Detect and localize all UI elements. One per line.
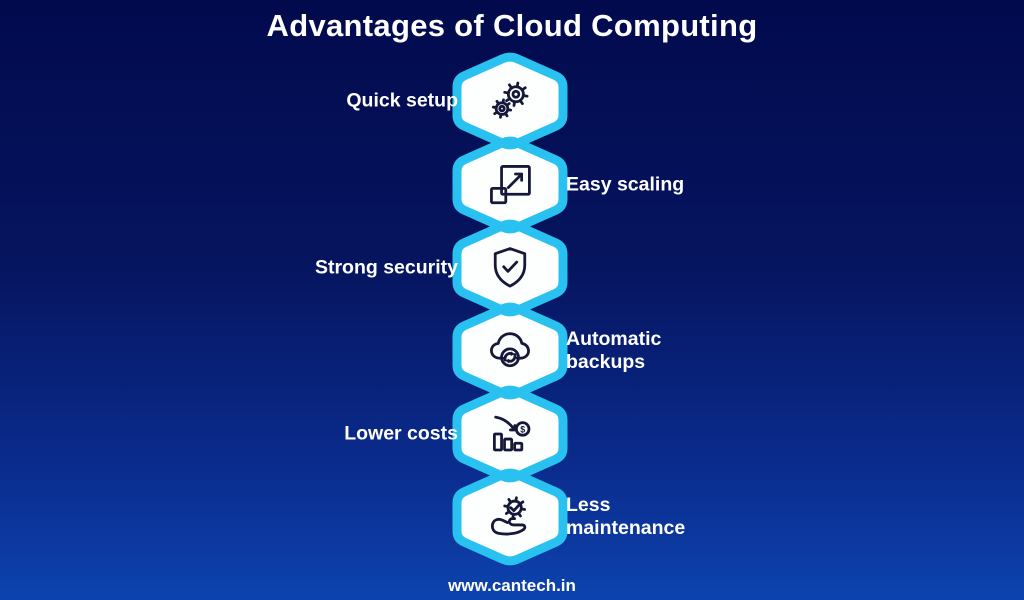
- dollar-symbol: $: [520, 424, 525, 434]
- shield-check-icon: [493, 247, 527, 288]
- hand-holding-gear-icon: [491, 496, 527, 536]
- advantage-label-less-maintenance: Less maintenance: [566, 494, 686, 539]
- page-title: Advantages of Cloud Computing: [266, 8, 758, 43]
- hexagon-fills: [457, 57, 563, 561]
- advantage-label-automatic-backups: Automatic backups: [566, 328, 662, 373]
- advantage-label-strong-security: Strong security: [314, 256, 458, 279]
- gears-icon: [491, 81, 529, 119]
- expand-arrow-icon: [490, 165, 531, 205]
- website-url: www.cantech.in: [448, 576, 576, 595]
- declining-bars-dollar-icon: $: [492, 415, 531, 452]
- hexagon-outlines: [452, 52, 568, 566]
- advantage-label-lower-costs: Lower costs: [344, 422, 458, 445]
- cloud-sync-icon: [490, 332, 530, 368]
- advantage-label-easy-scaling: Easy scaling: [566, 173, 685, 196]
- advantage-label-quick-setup: Quick setup: [346, 89, 458, 112]
